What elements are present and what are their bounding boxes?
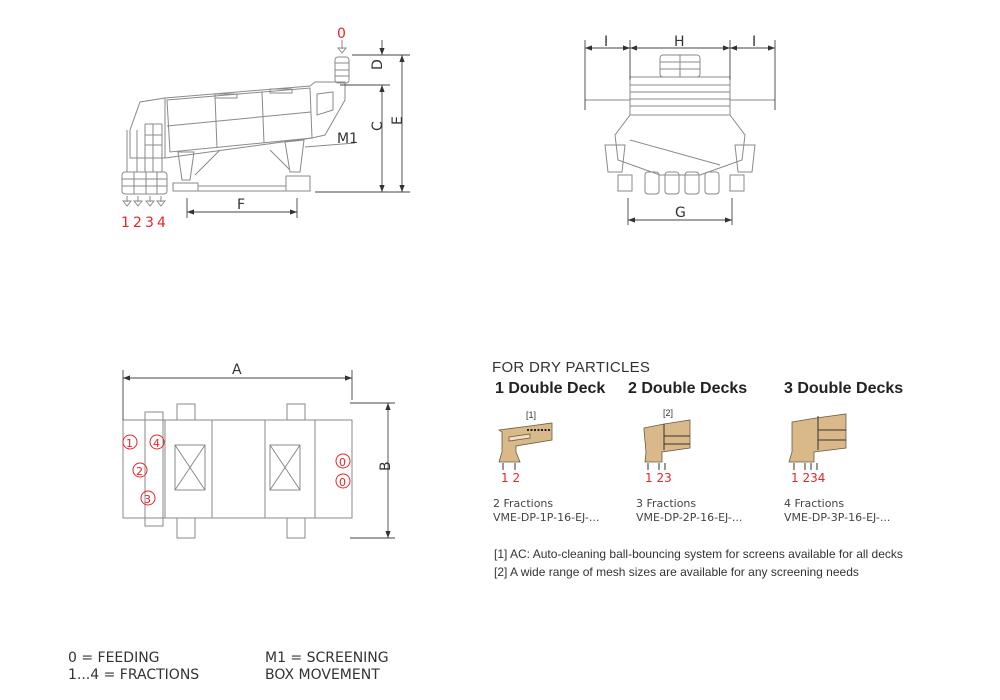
fraction-2-label: 2 (133, 215, 142, 231)
top-view-drawing (122, 403, 353, 539)
deck-output-arrows (502, 463, 818, 470)
top-view-dimensions (122, 370, 395, 539)
config-1-fractions: 2 Fractions (493, 497, 554, 510)
legend-feeding: 0 = FEEDING (68, 650, 160, 666)
outlet-1-label: 1 (126, 437, 133, 450)
legend-right: M1 = SCREENING BOX MOVEMENT (265, 650, 389, 684)
front-view-drawing (585, 54, 775, 195)
svg-text:[2]: [2] (663, 408, 673, 418)
fraction-4-label: 4 (157, 215, 166, 231)
dim-e-label: E (390, 116, 406, 125)
dim-a-label: A (232, 362, 242, 378)
dim-b-label: B (378, 461, 394, 471)
fraction-3-label: 3 (145, 215, 154, 231)
dim-d-label: D (370, 59, 386, 70)
config-3-code: VME-DP-3P-16-EJ-... (784, 511, 891, 524)
config-3-fractions: 4 Fractions (784, 497, 845, 510)
options-title: FOR DRY PARTICLES (492, 359, 651, 376)
dim-g-label: G (675, 205, 686, 221)
dim-h-label: H (674, 34, 685, 50)
fraction-1-label: 1 (121, 215, 130, 231)
feed-label: 0 (337, 26, 346, 42)
dim-i-left-label: I (604, 34, 608, 50)
legend-left: 0 = FEEDING 1...4 = FRACTIONS (68, 650, 199, 684)
footnotes: [1] AC: Auto-cleaning ball-bouncing syst… (494, 545, 903, 581)
front-view-dimensions (584, 40, 776, 225)
inlet-2-label: 0 (339, 476, 346, 489)
config-2-fractions: 3 Fractions (636, 497, 697, 510)
deck-1-outputs: 1 2 (501, 471, 520, 485)
config-2-code: VME-DP-2P-16-EJ-... (636, 511, 743, 524)
dim-f-label: F (237, 197, 245, 213)
legend-m1-line2: BOX MOVEMENT (265, 667, 380, 683)
config-2-info: 3 Fractions VME-DP-2P-16-EJ-... (636, 497, 742, 525)
svg-text:[1]: [1] (526, 410, 536, 420)
motor-label: M1 (337, 131, 358, 147)
config-1-code: VME-DP-1P-16-EJ-... (493, 511, 600, 524)
legend-m1-line1: M1 = SCREENING (265, 650, 389, 666)
deck-1-illustration: [1] (497, 410, 553, 463)
side-view-dimensions (186, 40, 410, 218)
footnote-1: [1] AC: Auto-cleaning ball-bouncing syst… (494, 547, 903, 561)
dim-i-right-label: I (752, 34, 756, 50)
config-3-heading: 3 Double Decks (784, 380, 904, 397)
side-view-drawing (121, 40, 356, 207)
config-1-info: 2 Fractions VME-DP-1P-16-EJ-... (493, 497, 599, 525)
footnote-2: [2] A wide range of mesh sizes are avail… (494, 565, 859, 579)
deck-2-illustration: [2] (643, 408, 691, 463)
config-3-info: 4 Fractions VME-DP-3P-16-EJ-... (784, 497, 890, 525)
deck-3-illustration (788, 413, 847, 463)
outlet-4-label: 4 (153, 437, 160, 450)
inlet-1-label: 0 (339, 456, 346, 469)
dim-c-label: C (370, 121, 386, 131)
outlet-2-label: 2 (136, 465, 143, 478)
config-1-heading: 1 Double Deck (495, 380, 606, 397)
outlet-3-label: 3 (144, 493, 151, 506)
config-2-heading: 2 Double Decks (628, 380, 748, 397)
legend-fractions: 1...4 = FRACTIONS (68, 667, 200, 683)
deck-2-outputs: 1 23 (645, 471, 672, 485)
deck-3-outputs: 1 234 (791, 471, 825, 485)
